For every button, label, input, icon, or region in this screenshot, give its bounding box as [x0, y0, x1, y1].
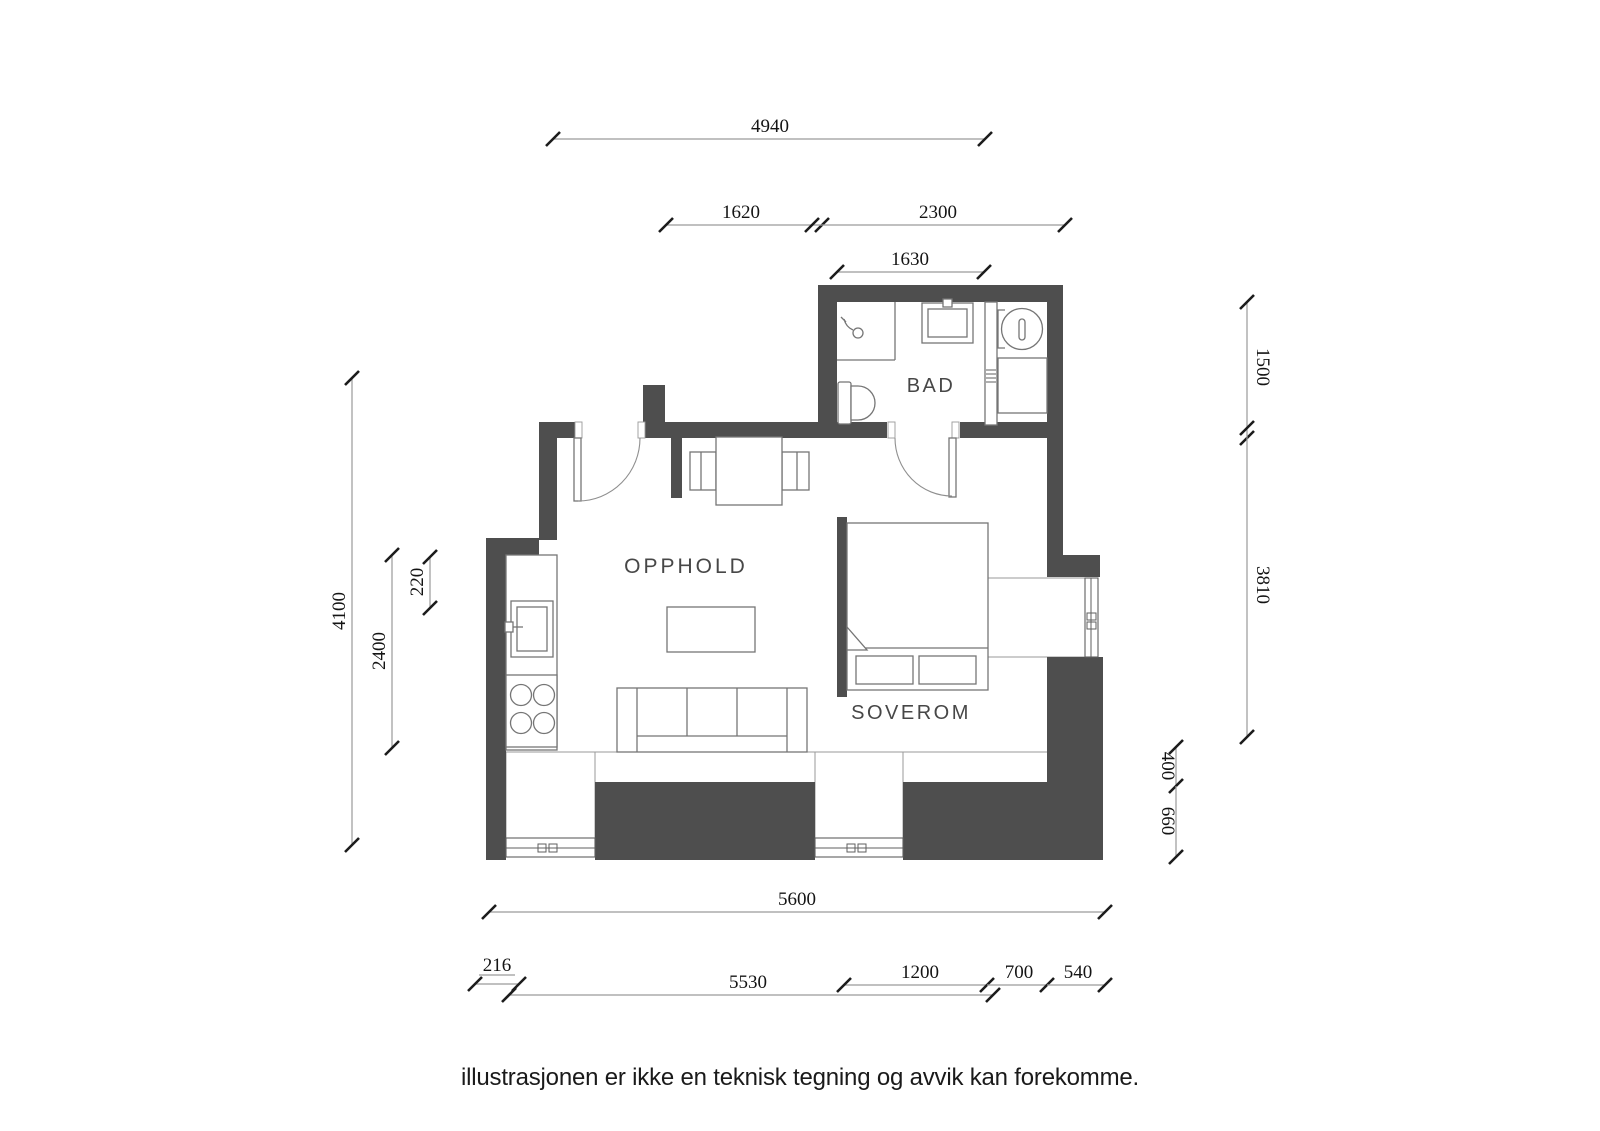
- room-label-bad: BAD: [907, 375, 956, 397]
- dimension-label: 2300: [919, 202, 957, 223]
- shower-head-icon: [840, 316, 864, 339]
- dimension-layer: 4940 1620 2300 1630 4100 2400 220 1500 3810 400 66…: [329, 116, 1273, 1003]
- dimension-1620: 1620: [658, 202, 830, 233]
- dimension-2300: 2300: [817, 202, 1073, 233]
- bath-bottom-wall-right: [960, 422, 1063, 438]
- room-label-layer: OPPHOLD SOVEROM BAD: [624, 375, 971, 724]
- dimension-label: 1620: [722, 202, 760, 223]
- kitchen: [504, 554, 558, 751]
- dimension-400: 400: [1157, 739, 1184, 794]
- toilet: [837, 381, 876, 425]
- bathroom-door-swing-arc: [894, 437, 953, 497]
- left-wall-lower: [486, 538, 506, 860]
- dimension-label: 700: [1005, 962, 1034, 983]
- bath-jamb-left: [887, 421, 896, 439]
- bathroom-door-leaf: [948, 437, 957, 498]
- right-wall-step: [1047, 555, 1100, 577]
- dimension-label: 4940: [751, 116, 789, 137]
- dimension-label: 5530: [729, 972, 767, 993]
- dimension-label: 5600: [778, 889, 816, 910]
- coffee-table: [666, 606, 756, 653]
- bathroom-left-wall: [818, 302, 837, 438]
- dimension-1630: 1630: [829, 249, 992, 280]
- kitchen-sink-basin: [516, 606, 548, 652]
- balcony-bay-left: [505, 751, 596, 839]
- floor-recesses: [505, 577, 1088, 839]
- stove-burners-icon: [509, 683, 556, 735]
- entrance-door: [573, 437, 641, 502]
- right-wall-block: [1047, 657, 1103, 860]
- dimension-220: 220: [407, 549, 438, 616]
- dimension-label: 400: [1157, 752, 1178, 781]
- dining-table: [715, 436, 783, 506]
- interior-stub-wall: [671, 438, 682, 498]
- entrance-jamb-left: [574, 421, 583, 439]
- faucet-icon: [504, 621, 523, 633]
- bathroom-cabinet: [997, 357, 1048, 414]
- entry-stub-wall: [643, 385, 665, 423]
- bed: [846, 522, 989, 691]
- bathroom-sink: [921, 298, 974, 344]
- window-niche: [987, 577, 1088, 658]
- duvet-fold-icon: [846, 625, 869, 651]
- dimension-4940: 4940: [545, 116, 993, 147]
- dimension-1200: 1200: [836, 962, 995, 993]
- disclaimer-note: illustrasjonen er ikke en teknisk tegnin…: [460, 1064, 1139, 1091]
- pillow-right: [918, 655, 977, 685]
- living-top-wall: [643, 422, 887, 438]
- dimension-label: 220: [407, 568, 428, 597]
- dimension-660: 660: [1157, 786, 1184, 865]
- washing-machine: [997, 307, 1044, 351]
- entrance-door-leaf: [573, 437, 582, 502]
- room-label-soverom: SOVEROM: [851, 702, 971, 724]
- sofa: [616, 687, 808, 753]
- dimension-5600: 5600: [481, 889, 1113, 920]
- bottom-infill-left: [595, 782, 815, 838]
- dining-chair-left: [689, 451, 717, 491]
- window-right: [1084, 577, 1099, 658]
- dimension-label: 660: [1157, 807, 1178, 836]
- bottom-wall-seg1: [486, 838, 506, 860]
- dimension-label: 540: [1064, 962, 1093, 983]
- dining-set: [689, 436, 810, 506]
- balcony-bay-right: [814, 751, 904, 839]
- dimension-label: 4100: [329, 592, 350, 630]
- dimension-label: 3810: [1252, 566, 1273, 604]
- room-label-opphold: OPPHOLD: [624, 555, 748, 578]
- dimension-4100: 4100: [329, 370, 360, 853]
- bottom-infill-right: [903, 782, 1047, 838]
- walls: [486, 285, 1103, 860]
- bath-jamb-right: [951, 421, 960, 439]
- bathroom-partition: [984, 301, 998, 426]
- dimension-5530: 5530: [501, 972, 1001, 1003]
- dimension-2400: 2400: [369, 547, 400, 756]
- window-bottom-left: [505, 837, 596, 858]
- bathroom-door: [894, 437, 957, 498]
- dining-chair-right: [781, 451, 810, 491]
- entrance-door-swing-arc: [577, 437, 641, 502]
- bottom-wall-seg2: [595, 838, 815, 860]
- dimension-label: 1200: [901, 962, 939, 983]
- dimension-540: 540: [1047, 962, 1113, 993]
- left-wall-upper: [539, 422, 557, 540]
- bottom-wall-seg3: [903, 838, 1103, 860]
- dimension-label: 1500: [1252, 348, 1273, 386]
- bathroom-top-wall: [818, 285, 1063, 302]
- dimension-216: 216: [467, 955, 527, 992]
- dimension-700: 700: [987, 962, 1055, 993]
- window-bottom-right: [814, 837, 904, 858]
- dimension-label: 216: [483, 955, 512, 976]
- entrance-jamb-right: [637, 421, 646, 439]
- bed-partition-wall: [837, 517, 847, 697]
- dimension-3810: 3810: [1239, 433, 1273, 745]
- dimension-label: 1630: [891, 249, 929, 270]
- dimension-label: 2400: [369, 632, 390, 670]
- dimension-1500: 1500: [1239, 294, 1273, 446]
- pillow-left: [855, 655, 914, 685]
- bathroom: [837, 298, 1048, 426]
- shower: [837, 302, 896, 361]
